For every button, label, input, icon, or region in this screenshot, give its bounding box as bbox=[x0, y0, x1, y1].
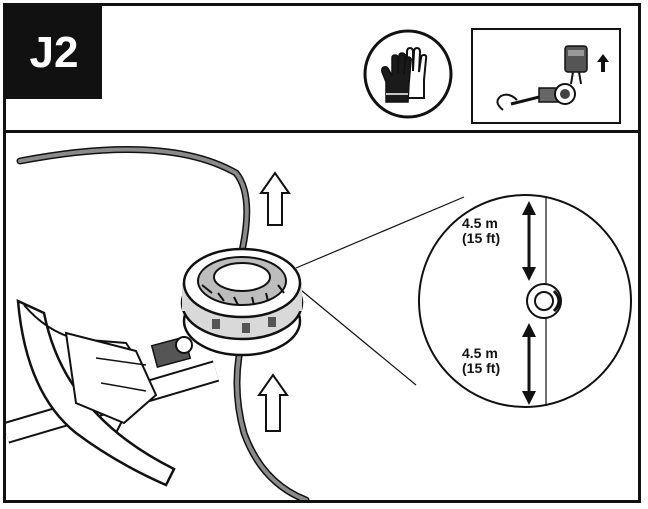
pull-up-arrow-bottom bbox=[257, 373, 289, 432]
lower-distance-label: 4.5 m (15 ft) bbox=[462, 346, 500, 376]
main-illustration bbox=[6, 145, 632, 500]
step-number-badge: J2 bbox=[6, 6, 102, 99]
trimmer-line-upper bbox=[18, 147, 249, 253]
guard bbox=[16, 298, 176, 487]
detail-circle bbox=[418, 194, 632, 408]
panel-header: J2 bbox=[6, 6, 638, 133]
gloves-icon bbox=[363, 29, 453, 119]
detail-spool-inner bbox=[534, 291, 554, 311]
lower-distance-metric: 4.5 m bbox=[462, 345, 498, 361]
trimmer-line-lower bbox=[235, 331, 308, 500]
callout-line-upper bbox=[295, 196, 465, 269]
step-number: J2 bbox=[29, 27, 79, 77]
upper-distance-imperial: (15 ft) bbox=[462, 230, 501, 246]
upper-distance-label: 4.5 m (15 ft) bbox=[462, 216, 500, 246]
guard-bracket bbox=[64, 331, 158, 425]
trimmer-head-thumbnail bbox=[471, 28, 621, 124]
upper-dimension-arrow bbox=[522, 201, 536, 281]
upper-distance-metric: 4.5 m bbox=[462, 215, 498, 231]
lower-distance-imperial: (15 ft) bbox=[462, 360, 501, 376]
instruction-panel: J2 bbox=[3, 3, 641, 503]
trimmer-thumbnail-drawing bbox=[496, 45, 609, 111]
trimmer-line-upper-outline bbox=[16, 145, 251, 255]
trimmer-head bbox=[180, 247, 304, 357]
detail-spool-line bbox=[552, 289, 561, 313]
pull-up-arrow-top bbox=[259, 171, 291, 226]
lower-dimension-arrow bbox=[522, 323, 536, 405]
guard-edge bbox=[23, 304, 148, 434]
callout-line-lower bbox=[295, 285, 417, 386]
